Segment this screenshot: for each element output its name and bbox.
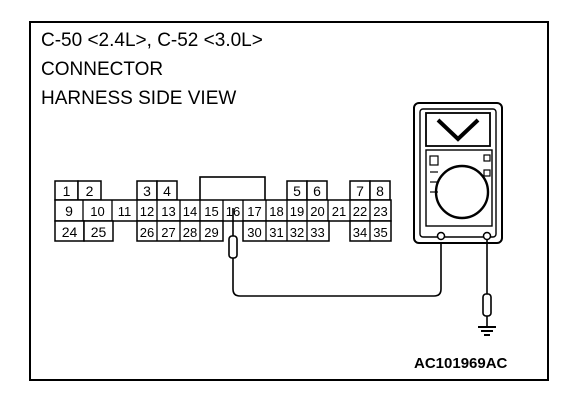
- pin-number: 12: [140, 204, 154, 219]
- pin-number: 25: [91, 224, 107, 240]
- meter-needle: [436, 118, 480, 142]
- pin-number: 1: [63, 183, 71, 199]
- test-probe-lead: [228, 208, 442, 297]
- ground-lead: [478, 240, 496, 336]
- multimeter-icon: [413, 102, 503, 244]
- pin-cell: [83, 220, 114, 242]
- pin-number: 35: [373, 225, 387, 240]
- pin-number: 18: [269, 204, 283, 219]
- probe-wire: [232, 238, 442, 297]
- terminal-icon: [436, 231, 446, 241]
- pin-number: 33: [310, 225, 324, 240]
- pin-number: 31: [269, 225, 283, 240]
- probe-tip-icon: [482, 293, 492, 317]
- pin-number: 29: [204, 225, 218, 240]
- pin-number: 32: [290, 225, 304, 240]
- pin-number: 5: [293, 183, 301, 199]
- pin-number: 22: [353, 204, 367, 219]
- pin-number: 11: [118, 204, 132, 219]
- pin-number: 4: [163, 183, 171, 199]
- pin-number: 21: [332, 204, 346, 219]
- pin-number: 27: [161, 225, 175, 240]
- pin-number: 14: [183, 204, 197, 219]
- view-label: HARNESS SIDE VIEW: [41, 88, 237, 109]
- pin-number: 6: [313, 183, 321, 199]
- pin-number: 10: [90, 204, 104, 219]
- pin-number: 34: [353, 225, 367, 240]
- diagram-id: AC101969AC: [414, 355, 508, 372]
- connector-key: [199, 176, 266, 202]
- pin-number: 7: [356, 183, 364, 199]
- terminal-icon: [482, 231, 492, 241]
- pin-number: 26: [140, 225, 154, 240]
- pin-number: 17: [247, 204, 261, 219]
- pin-number: 24: [62, 224, 78, 240]
- connector-subtitle: CONNECTOR: [41, 59, 164, 80]
- connector-row-3: 24 25 26 27 28 29 30 31 32 33 34 35: [54, 220, 392, 242]
- pin-number: 9: [65, 203, 73, 219]
- connector-row-2: 9 10 11 12 13 14 15 16 17 18 19 20 21 22…: [54, 199, 392, 222]
- probe-tip-icon: [228, 235, 238, 259]
- pin-number: 19: [290, 204, 304, 219]
- connector-row-1: 1 2 3 4 5 6 7 8: [54, 180, 391, 201]
- pin-number: 28: [183, 225, 197, 240]
- pin-number: 23: [373, 204, 387, 219]
- selector-dial-icon: [434, 164, 490, 220]
- pin-number: 3: [143, 183, 151, 199]
- pin-number: 20: [310, 204, 324, 219]
- pin-number: 30: [247, 225, 261, 240]
- connector-title: C-50 <2.4L>, C-52 <3.0L>: [41, 30, 263, 51]
- pin-number: 8: [376, 183, 384, 199]
- pin-number: 2: [86, 183, 94, 199]
- pin-number: 15: [204, 204, 218, 219]
- pin-number: 13: [161, 204, 175, 219]
